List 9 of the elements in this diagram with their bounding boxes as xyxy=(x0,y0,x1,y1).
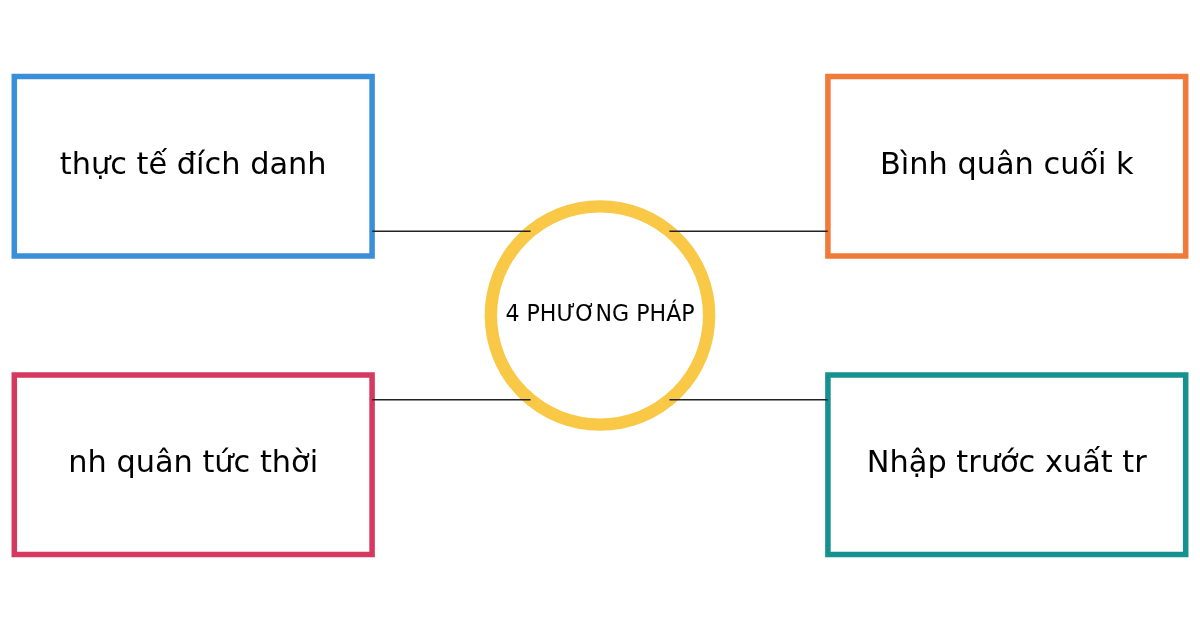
node-circle: 4 PHƯƠNG PHÁP xyxy=(484,199,716,431)
node-box: Bình quân cuối k xyxy=(825,73,1189,259)
connector xyxy=(371,398,532,401)
node-box: nh quân tức thời xyxy=(11,371,375,557)
connector xyxy=(668,398,829,401)
connector xyxy=(371,229,532,232)
node-box: thực tế đích danh xyxy=(11,73,375,259)
connector xyxy=(668,229,829,232)
node-box: Nhập trước xuất tr xyxy=(825,371,1189,557)
